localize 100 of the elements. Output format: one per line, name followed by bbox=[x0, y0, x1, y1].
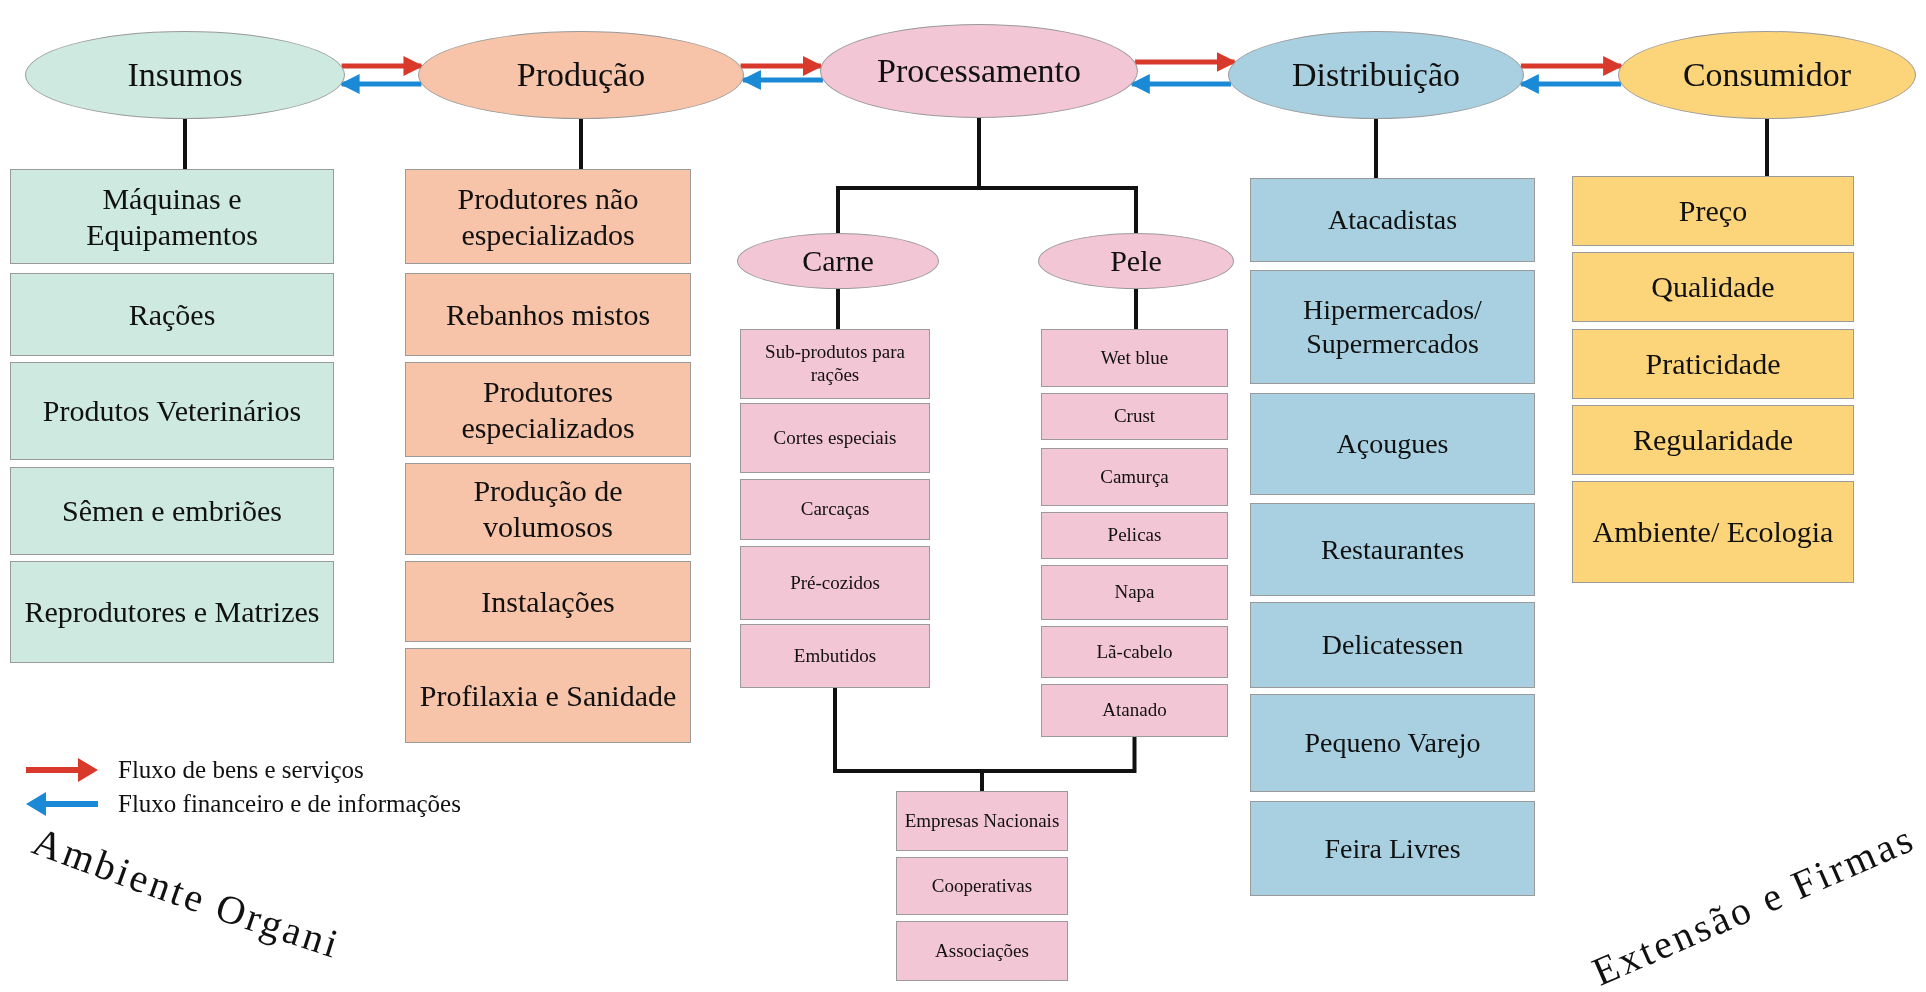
flow-arrow bbox=[1129, 74, 1232, 94]
item-box bbox=[405, 648, 691, 743]
node-label: Qualidade bbox=[1651, 269, 1775, 305]
node-label: Embutidos bbox=[793, 644, 877, 668]
connector-line bbox=[1134, 289, 1138, 329]
node-label: Máquinas e Equipamentos bbox=[85, 180, 259, 253]
item-box bbox=[1041, 512, 1228, 559]
item-box bbox=[10, 467, 334, 555]
item-box bbox=[1250, 393, 1535, 495]
item-box bbox=[1041, 684, 1228, 737]
item-box bbox=[1572, 252, 1854, 322]
flow-arrow bbox=[1518, 74, 1622, 94]
node-label: Empresas Nacionais bbox=[904, 809, 1060, 833]
node-label: Produtores especializados bbox=[460, 373, 636, 446]
item-box bbox=[405, 362, 691, 457]
item-box bbox=[1041, 448, 1228, 506]
node-label: Hipermercados/ Supermercados bbox=[1302, 293, 1483, 361]
item-box bbox=[896, 791, 1068, 851]
node-label: Lã-cabelo bbox=[1096, 640, 1173, 664]
item-box bbox=[740, 329, 930, 399]
node-label: Processamento bbox=[877, 50, 1081, 91]
item-box bbox=[740, 479, 930, 540]
connector-line bbox=[1765, 119, 1769, 176]
flow-arrow bbox=[339, 74, 422, 94]
connector-line bbox=[1374, 119, 1378, 178]
node-label: Pelicas bbox=[1107, 524, 1162, 547]
node-label: Sêmen e embriões bbox=[62, 493, 282, 529]
node-label: Açougues bbox=[1336, 427, 1449, 461]
item-box bbox=[10, 362, 334, 460]
node-label: Produtos Veterinários bbox=[42, 393, 302, 429]
node-label: Pequeno Varejo bbox=[1304, 726, 1481, 760]
node-label: Produtores não especializados bbox=[456, 180, 640, 253]
item-box bbox=[1250, 178, 1535, 262]
flow-arrow bbox=[740, 56, 823, 76]
node-label: Pré-cozidos bbox=[790, 571, 880, 595]
node-label: Instalações bbox=[481, 583, 615, 620]
flow-arrow bbox=[1135, 52, 1237, 72]
node-label: Pele bbox=[1110, 243, 1162, 279]
item-box bbox=[896, 921, 1068, 981]
node-label: Rações bbox=[128, 296, 216, 333]
item-box bbox=[1250, 270, 1535, 384]
node-label: Profilaxia e Sanidade bbox=[419, 677, 677, 714]
item-box bbox=[1572, 176, 1854, 246]
item-box bbox=[1572, 329, 1854, 399]
item-box bbox=[1250, 801, 1535, 896]
node-label: Insumos bbox=[127, 54, 243, 95]
item-box bbox=[740, 403, 930, 473]
item-box bbox=[1250, 602, 1535, 688]
node-label: Ambiente/ Ecologia bbox=[1592, 514, 1834, 550]
item-box bbox=[10, 561, 334, 663]
node-label: Produção bbox=[516, 54, 646, 95]
item-box bbox=[740, 546, 930, 620]
legend-label: Fluxo de bens e serviços bbox=[118, 756, 364, 784]
item-box bbox=[1250, 503, 1535, 596]
node-label: Cortes especiais bbox=[773, 426, 897, 450]
node-label: Restaurantes bbox=[1320, 532, 1465, 567]
node-label: Rebanhos mistos bbox=[445, 296, 651, 333]
node-label: Napa bbox=[1114, 581, 1155, 604]
node-label: Distribuição bbox=[1291, 54, 1461, 95]
legend-label: Fluxo financeiro e de informações bbox=[118, 790, 461, 818]
node-label: Wet blue bbox=[1100, 346, 1169, 370]
node-label: Camurça bbox=[1100, 465, 1169, 489]
node-label: Cooperativas bbox=[931, 874, 1033, 898]
item-box bbox=[1250, 694, 1535, 792]
item-box bbox=[10, 169, 334, 264]
item-box bbox=[1041, 565, 1228, 620]
item-box bbox=[896, 857, 1068, 915]
item-box bbox=[405, 463, 691, 555]
node-label: Praticidade bbox=[1645, 346, 1781, 382]
node-label: Consumidor bbox=[1682, 54, 1852, 95]
flow-arrow bbox=[341, 56, 424, 76]
item-box bbox=[740, 624, 930, 688]
node-label: Feira Livres bbox=[1324, 831, 1461, 866]
connector-line bbox=[836, 289, 840, 329]
connector-line bbox=[579, 119, 583, 169]
node-label: Reprodutores e Matrizes bbox=[24, 594, 320, 630]
item-box bbox=[405, 273, 691, 356]
connector-line bbox=[980, 737, 1137, 791]
connector-line bbox=[183, 119, 187, 169]
node-label: Associações bbox=[935, 939, 1029, 963]
node-label: Carne bbox=[802, 243, 874, 279]
item-box bbox=[1572, 481, 1854, 583]
item-box bbox=[405, 169, 691, 264]
item-box bbox=[1041, 626, 1228, 678]
flow-arrow bbox=[1520, 56, 1624, 76]
node-label: Crust bbox=[1113, 405, 1156, 428]
node-label: Produção de volumosos bbox=[472, 473, 624, 545]
item-box bbox=[1572, 405, 1854, 475]
item-box bbox=[1041, 393, 1228, 440]
node-label: Regularidade bbox=[1633, 422, 1793, 458]
connector-line bbox=[977, 118, 1138, 233]
node-label: Carcaças bbox=[800, 498, 870, 521]
node-label: Delicatessen bbox=[1321, 628, 1464, 662]
item-box bbox=[405, 561, 691, 642]
node-label: Sub-produtos para rações bbox=[764, 341, 906, 387]
node-label: Atanado bbox=[1102, 699, 1167, 722]
node-label: Atacadistas bbox=[1327, 203, 1458, 237]
item-box bbox=[10, 273, 334, 356]
node-label: Preço bbox=[1678, 193, 1748, 229]
item-box bbox=[1041, 329, 1228, 387]
